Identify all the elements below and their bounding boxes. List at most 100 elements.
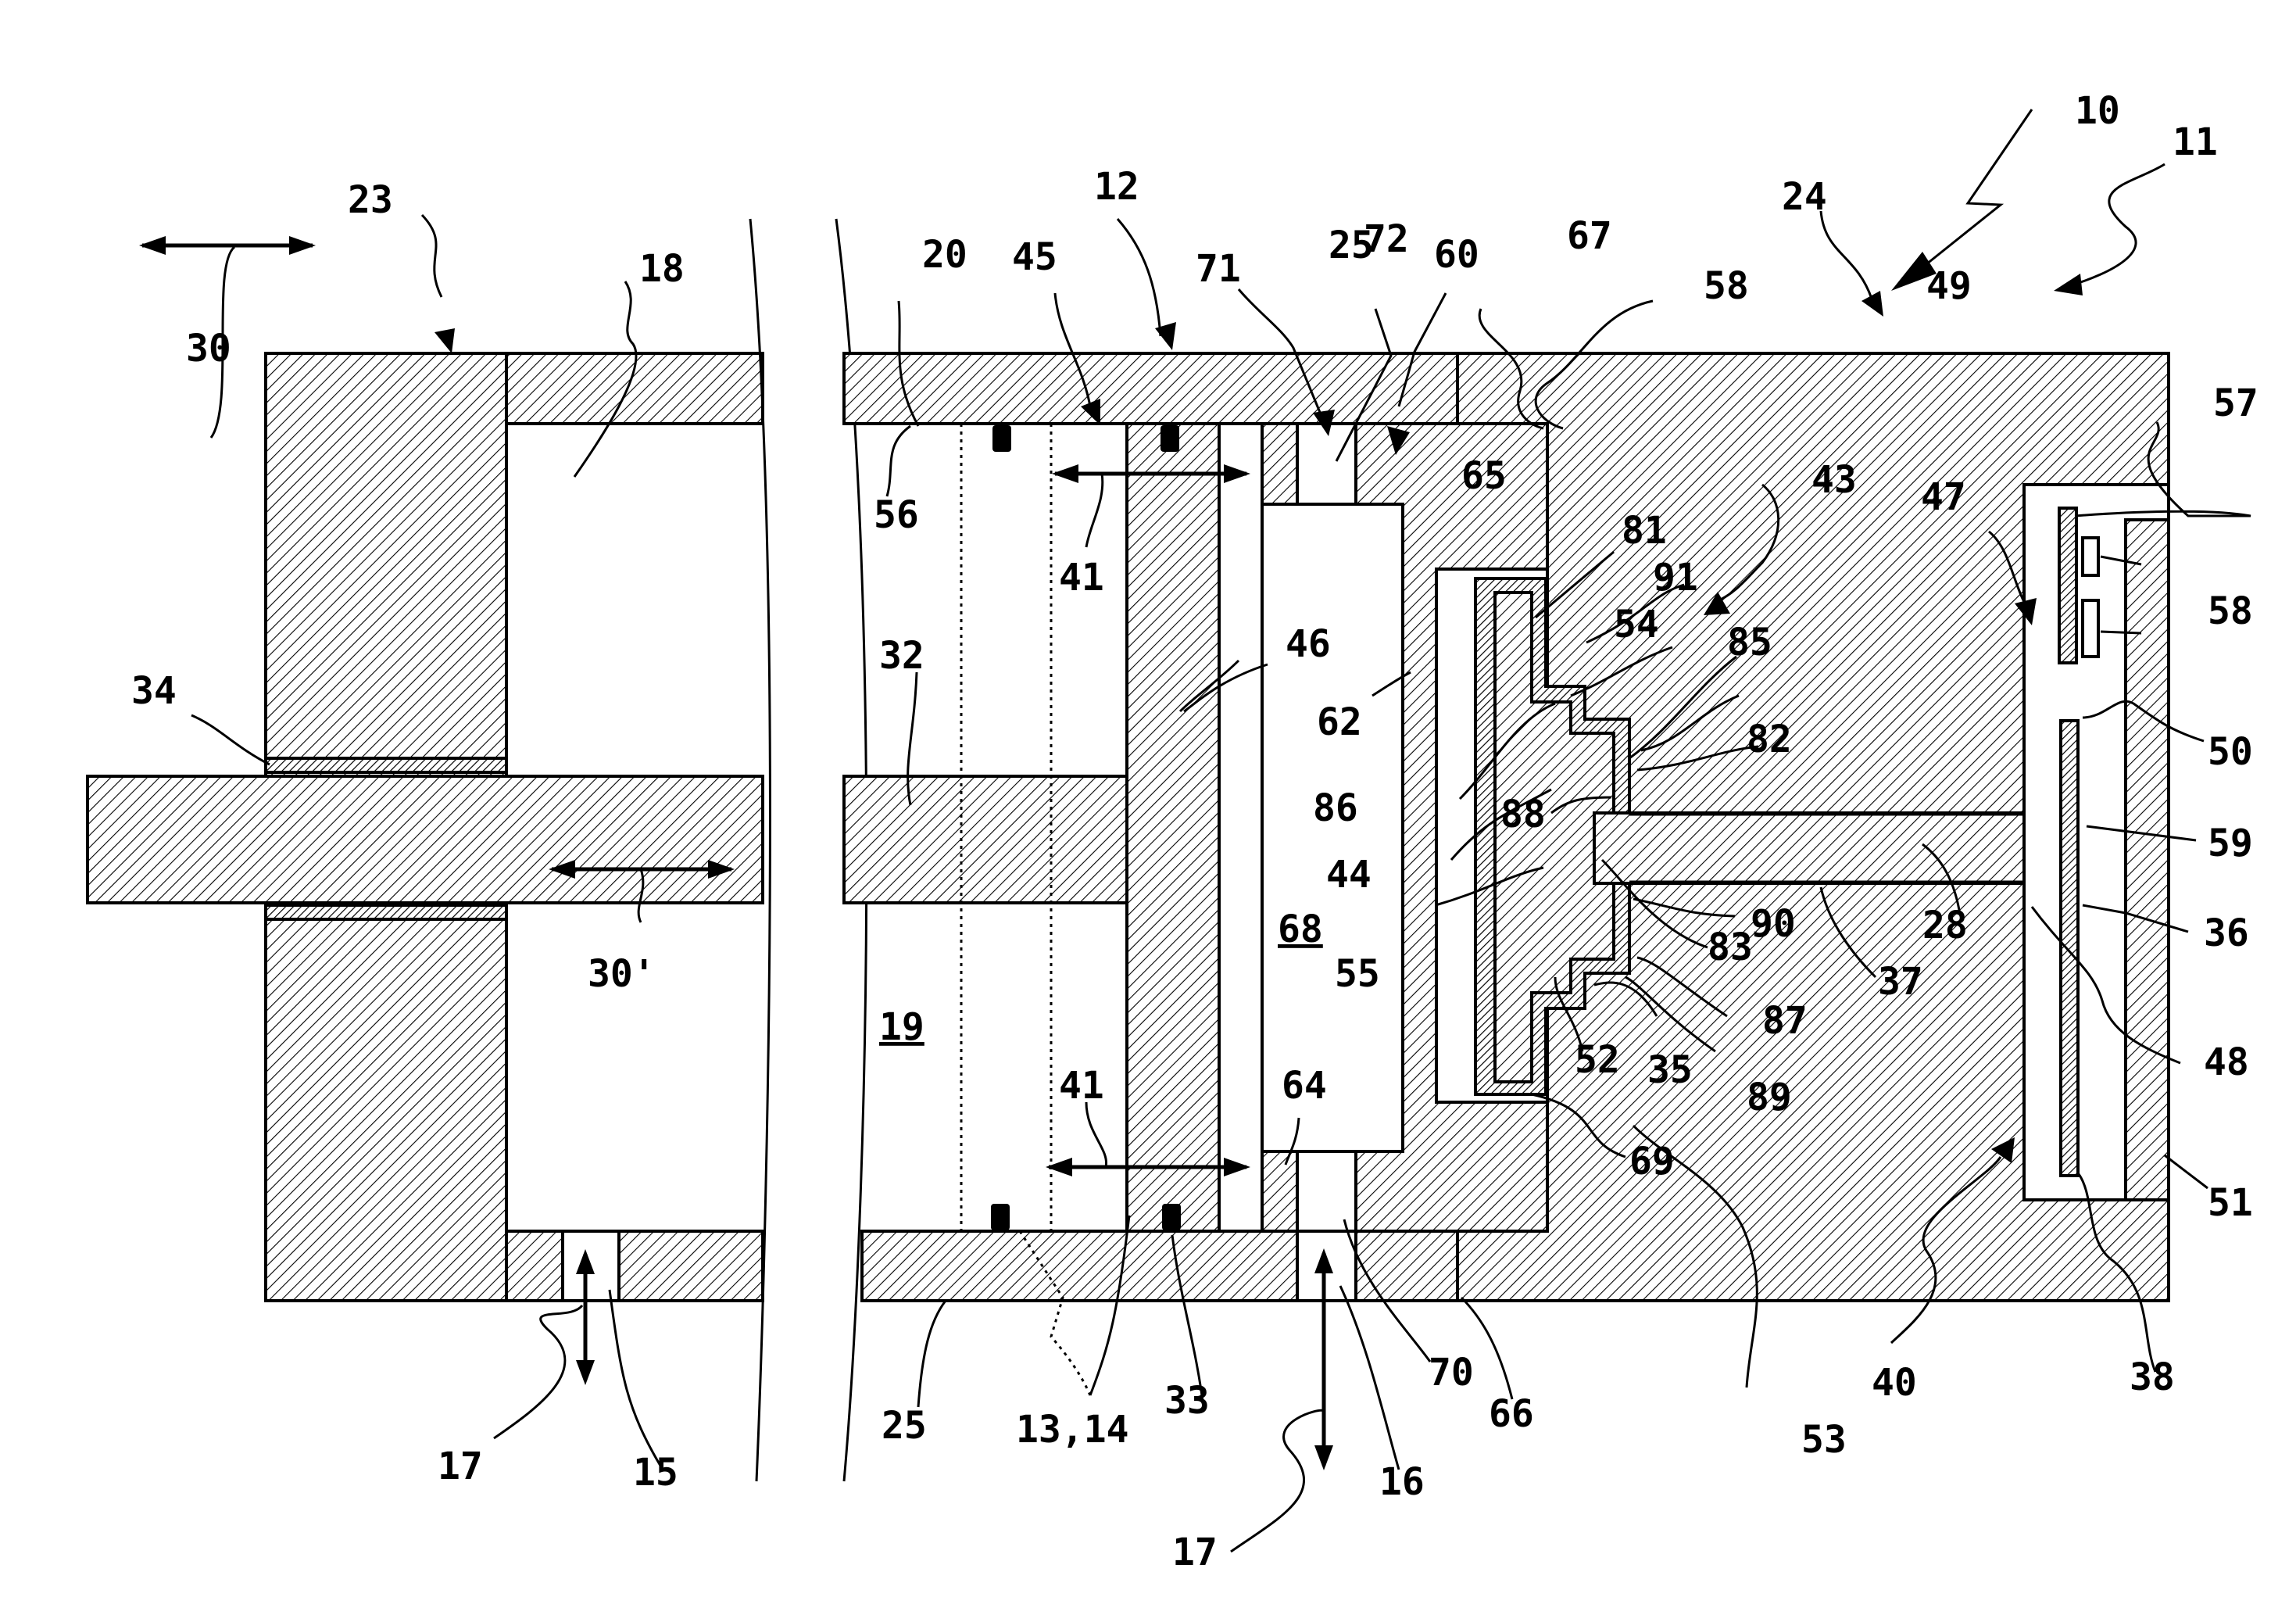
channel-28	[1594, 813, 2024, 883]
seal-33a	[991, 1204, 1010, 1230]
sensor-board-47	[2059, 508, 2076, 663]
label-91: 91	[1653, 556, 1698, 600]
leader	[918, 1301, 946, 1407]
leader	[1086, 1102, 1107, 1167]
label-68: 68	[1278, 908, 1323, 951]
piston-rod-32-left	[88, 776, 763, 903]
label-10: 10	[2075, 89, 2120, 133]
port-72	[1297, 424, 1356, 504]
label-34: 34	[131, 669, 177, 713]
label-57: 57	[2213, 381, 2258, 425]
label-71: 71	[1196, 247, 1241, 291]
label-18: 18	[639, 247, 685, 291]
label-59: 59	[2208, 822, 2253, 865]
leader	[1821, 211, 1872, 299]
leader	[2101, 632, 2141, 633]
label-50: 50	[2208, 730, 2253, 774]
label-58-right: 58	[2208, 589, 2253, 633]
label-24: 24	[1782, 175, 1827, 219]
label-81: 81	[1622, 509, 1667, 553]
label-19: 19	[879, 1005, 924, 1049]
label-52: 52	[1575, 1038, 1620, 1082]
membrane-48	[2061, 721, 2078, 1176]
gap-plate	[1219, 424, 1262, 1231]
label-16: 16	[1379, 1460, 1425, 1504]
arrowhead	[1861, 291, 1883, 317]
label-87: 87	[1762, 999, 1808, 1043]
right-cylinder-section	[1262, 353, 2169, 1301]
label-35: 35	[1647, 1048, 1693, 1092]
label-25-bottom: 25	[882, 1404, 927, 1448]
arrowhead	[576, 1360, 595, 1385]
arrowhead	[139, 236, 166, 255]
label-86: 86	[1313, 786, 1358, 830]
leader	[1086, 474, 1103, 547]
label-82: 82	[1747, 718, 1792, 761]
seal-45a	[992, 425, 1011, 452]
label-46: 46	[1286, 622, 1331, 666]
arrowhead	[1046, 1158, 1072, 1176]
leader	[1919, 109, 2032, 270]
arrowhead	[1314, 1445, 1333, 1470]
label-54: 54	[1614, 603, 1659, 646]
label-72: 72	[1364, 217, 1409, 261]
piston-rod-32-right	[844, 776, 1127, 903]
label-58-top: 58	[1704, 264, 1749, 308]
label-23: 23	[348, 178, 393, 222]
sensor-element-58b	[2083, 600, 2098, 657]
leader	[2071, 164, 2165, 285]
label-36: 36	[2204, 911, 2249, 955]
label-44: 44	[1326, 853, 1372, 897]
label-40: 40	[1872, 1361, 1917, 1405]
label-13-14: 13,14	[1016, 1408, 1129, 1452]
label-33: 33	[1164, 1379, 1210, 1423]
label-56: 56	[874, 493, 919, 537]
tube-25-bottom	[862, 1231, 1457, 1301]
arrowhead	[1155, 322, 1176, 350]
port-70	[1297, 1151, 1356, 1231]
label-66: 66	[1489, 1392, 1534, 1436]
label-65: 65	[1461, 454, 1507, 498]
leader	[887, 426, 910, 496]
leader	[1340, 1286, 1399, 1470]
label-49: 49	[1926, 264, 1972, 308]
leader	[1231, 1410, 1324, 1552]
label-37: 37	[1878, 960, 1923, 1004]
label-83: 83	[1708, 926, 1753, 969]
leader	[422, 215, 442, 297]
label-89: 89	[1747, 1076, 1792, 1119]
label-20: 20	[922, 233, 967, 277]
label-60: 60	[1434, 233, 1479, 277]
label-62: 62	[1317, 700, 1362, 744]
arrowhead	[2054, 274, 2083, 295]
leader	[610, 1290, 663, 1470]
leader	[494, 1305, 582, 1438]
arrowhead	[289, 236, 316, 255]
label-28: 28	[1922, 904, 1968, 947]
arrowhead	[1052, 464, 1078, 483]
leader	[1118, 219, 1161, 336]
tube-20-top	[844, 353, 1457, 424]
label-70: 70	[1429, 1351, 1474, 1395]
label-64: 64	[1282, 1064, 1327, 1108]
label-47: 47	[1921, 475, 1966, 519]
label-15: 15	[633, 1451, 678, 1495]
label-17-right: 17	[1172, 1531, 1218, 1574]
label-85: 85	[1727, 621, 1772, 664]
label-32: 32	[879, 634, 924, 678]
label-88: 88	[1500, 793, 1546, 836]
left-cylinder-section	[88, 353, 763, 1301]
label-12: 12	[1094, 165, 1139, 209]
label-51: 51	[2208, 1181, 2253, 1225]
label-41-top: 41	[1059, 556, 1104, 600]
label-38: 38	[2130, 1355, 2175, 1399]
label-41-bottom: 41	[1059, 1064, 1104, 1108]
bushing-34-bottom	[266, 905, 506, 919]
arrowhead	[435, 328, 455, 353]
label-43: 43	[1811, 458, 1857, 502]
label-69: 69	[1629, 1140, 1675, 1183]
piston-plate-46	[1127, 424, 1219, 1231]
label-90: 90	[1751, 902, 1796, 946]
label-67: 67	[1567, 214, 1612, 258]
